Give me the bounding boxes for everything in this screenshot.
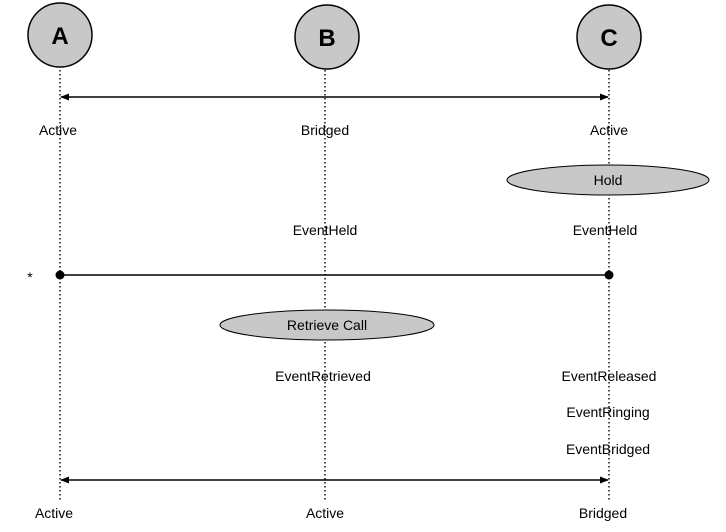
party-b-circle [294,4,360,70]
party-c: C [576,4,642,70]
state-c-final: Bridged [579,505,627,521]
event-c-ringing: EventRinging [566,404,649,420]
event-b-retrieved: EventRetrieved [275,368,371,384]
event-c-released: EventReleased [562,368,657,384]
hold-action: Hold [506,164,710,196]
party-c-label: C [600,25,617,52]
held-endpoint-c [604,270,614,280]
retrieve-action: Retrieve Call [219,309,435,341]
party-a-circle [27,2,93,68]
held-endpoint-a [55,270,65,280]
state-a-initial: Active [39,122,77,138]
hold-marker: * [27,269,33,285]
event-c-held: EventHeld [573,222,638,238]
party-b-label: B [318,25,335,52]
party-a-label: A [51,23,68,50]
party-a: A [27,2,93,68]
state-b-initial: Bridged [301,122,349,138]
party-b: B [294,4,360,70]
state-b-final: Active [306,505,344,521]
event-c-bridged: EventBridged [566,441,650,457]
retrieve-label: Retrieve Call [287,317,367,333]
hold-label: Hold [594,172,623,188]
event-b-held: EventHeld [293,222,358,238]
retrieve-oval [219,309,435,341]
state-a-final: Active [35,505,73,521]
state-c-initial: Active [590,122,628,138]
hold-oval [506,164,710,196]
party-c-circle [576,4,642,70]
